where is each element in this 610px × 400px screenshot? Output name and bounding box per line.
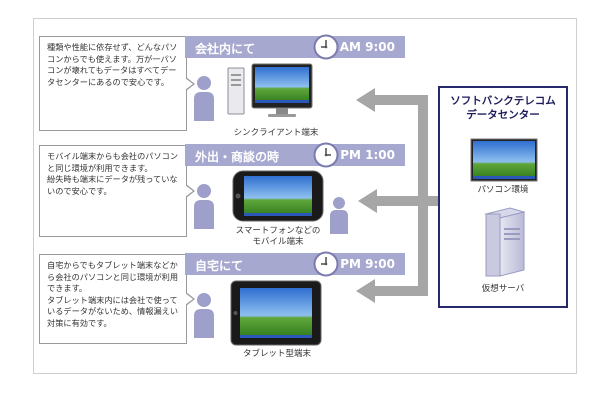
- clock-icon: [313, 142, 339, 168]
- device-label-tablet: タブレット型端末: [242, 349, 311, 359]
- arrow-shaft-office: [372, 95, 428, 105]
- arrow-head-mobile: [358, 189, 377, 213]
- callout-home: 自宅からでもタブレット端末などから会社のパソコンと同じ環境が利用できます。 タブ…: [39, 254, 195, 344]
- callout-mobile: モバイル端末からも会社のパソコンと同じ環境が利用できます。 紛失時も端末にデータ…: [39, 145, 195, 237]
- banner-home: 自宅にて PM 9:00: [185, 253, 405, 275]
- clock-icon: [313, 34, 339, 60]
- device-label-thin-client: シンクライアント端末: [233, 128, 319, 138]
- tablet-icon: [230, 280, 322, 346]
- smartphone-icon: [232, 170, 324, 222]
- place-label: 会社内にて: [195, 42, 256, 56]
- place-label: 自宅にて: [195, 259, 244, 273]
- arrow-head-home: [356, 279, 375, 303]
- banner-office: 会社内にて AM 9:00: [185, 36, 405, 58]
- person-icon: [194, 293, 214, 338]
- datacenter-title: ソフトバンクテレコム データセンター: [450, 95, 556, 121]
- device-label-mobile: スマートフォンなどの モバイル端末: [235, 226, 321, 247]
- datacenter-box: ソフトバンクテレコム データセンター パソコン環境 仮想サーバ: [438, 86, 568, 308]
- thin-client-icon: [227, 63, 313, 117]
- arrow-shaft-home: [372, 286, 428, 296]
- banner-mobile: 外出・商談の時 PM 1:00: [185, 144, 405, 166]
- time-label: AM 9:00: [339, 40, 395, 54]
- callout-office: 種類や性能に依存せず、どんなパソコンからでも使えます。万が一パソコンが壊れてもデ…: [39, 36, 195, 131]
- arrow-trunk: [418, 95, 428, 295]
- time-label: PM 9:00: [340, 257, 395, 271]
- clock-icon: [313, 251, 339, 277]
- person-icon: [194, 184, 214, 229]
- pc-environment-icon: [470, 138, 538, 182]
- place-label: 外出・商談の時: [195, 150, 280, 164]
- person-icon: [194, 76, 214, 121]
- person-icon: [330, 197, 348, 234]
- pc-environment-label: パソコン環境: [477, 185, 529, 195]
- virtual-server-icon: [484, 207, 526, 277]
- virtual-server-label: 仮想サーバ: [481, 284, 525, 294]
- time-label: PM 1:00: [340, 148, 395, 162]
- arrow-head-office: [356, 88, 375, 112]
- arrow-shaft-mobile: [374, 196, 428, 206]
